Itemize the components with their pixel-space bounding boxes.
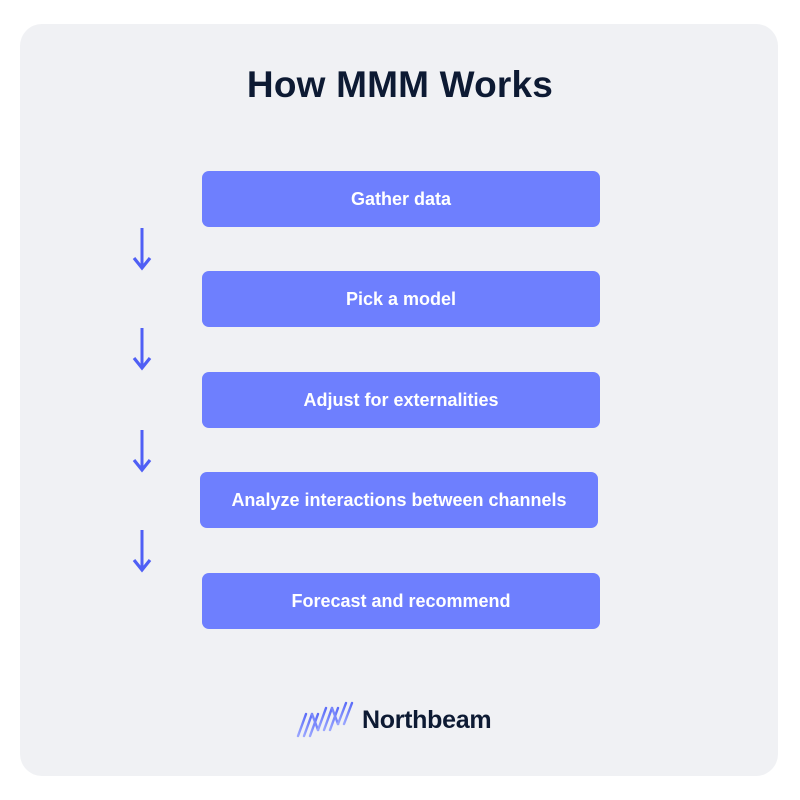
down-arrow-icon: [132, 430, 152, 473]
page-title: How MMM Works: [246, 64, 554, 105]
step-adjust-for-externalities: Adjust for externalities: [202, 372, 600, 428]
down-arrow-icon: [132, 228, 152, 271]
step-pick-a-model: Pick a model: [202, 271, 600, 327]
brand-logo: Northbeam: [296, 700, 492, 740]
northbeam-logo-icon: [296, 701, 354, 738]
down-arrow-icon: [132, 328, 152, 371]
down-arrow-icon: [132, 530, 152, 573]
step-gather-data: Gather data: [202, 171, 600, 227]
brand-name: Northbeam: [362, 705, 492, 734]
step-analyze-interactions: Analyze interactions between channels: [200, 472, 598, 528]
step-forecast-and-recommend: Forecast and recommend: [202, 573, 600, 629]
